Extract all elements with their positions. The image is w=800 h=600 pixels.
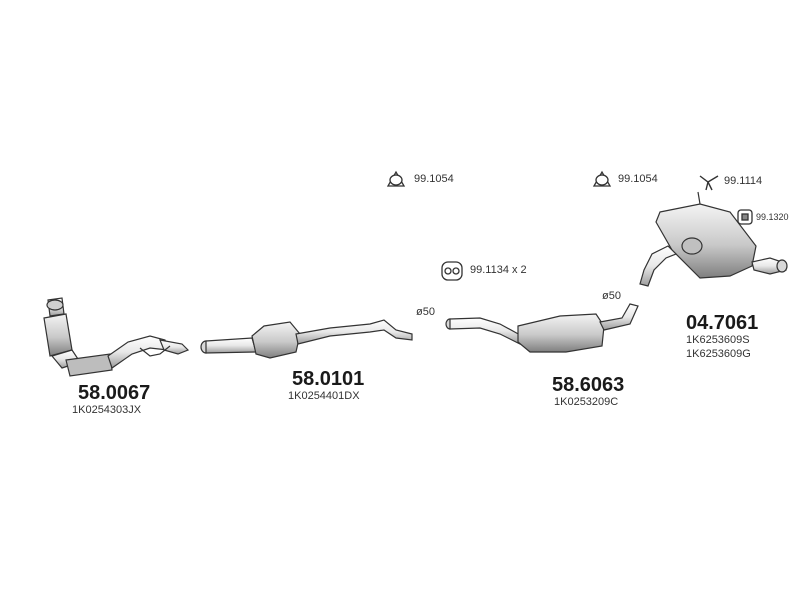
clamp-2-part-number: 99.1054 — [618, 173, 658, 185]
clamp-icon-1 — [386, 170, 406, 187]
middle-silencer-diameter: ø50 — [602, 290, 621, 302]
catalyst-part-number: 58.0067 — [78, 382, 151, 404]
clamp-1-part-number: 99.1054 — [414, 173, 454, 185]
rear-silencer-part-number: 04.7061 — [686, 312, 759, 334]
front-pipe-part-number: 58.0101 — [292, 368, 365, 390]
middle-silencer-part — [445, 303, 639, 353]
hanger-pair-icon — [441, 261, 463, 281]
rubber-mount-icon — [737, 209, 753, 225]
clamp-icon-2 — [592, 170, 612, 187]
front-pipe-part — [200, 319, 413, 359]
hanger-y-icon — [699, 175, 719, 191]
front-pipe-diameter: ø50 — [416, 306, 435, 318]
front-pipe-oem-code: 1K0254401DX — [288, 390, 360, 402]
catalyst-oem-code: 1K0254303JX — [72, 404, 142, 416]
rear-silencer-oem-code-2: 1K6253609G — [686, 348, 751, 360]
hanger-y-part-number: 99.1114 — [724, 175, 763, 187]
rubber-mount-part-number: 99.1320 — [756, 212, 789, 222]
middle-silencer-part-number: 58.6063 — [552, 374, 625, 396]
middle-silencer-oem-code: 1K0253209C — [554, 396, 619, 408]
rear-silencer-part — [639, 191, 788, 287]
rear-silencer-oem-code-1: 1K6253609S — [686, 334, 750, 346]
hanger-pair-part-number: 99.1134 x 2 — [470, 264, 527, 276]
catalyst-part — [43, 297, 190, 377]
